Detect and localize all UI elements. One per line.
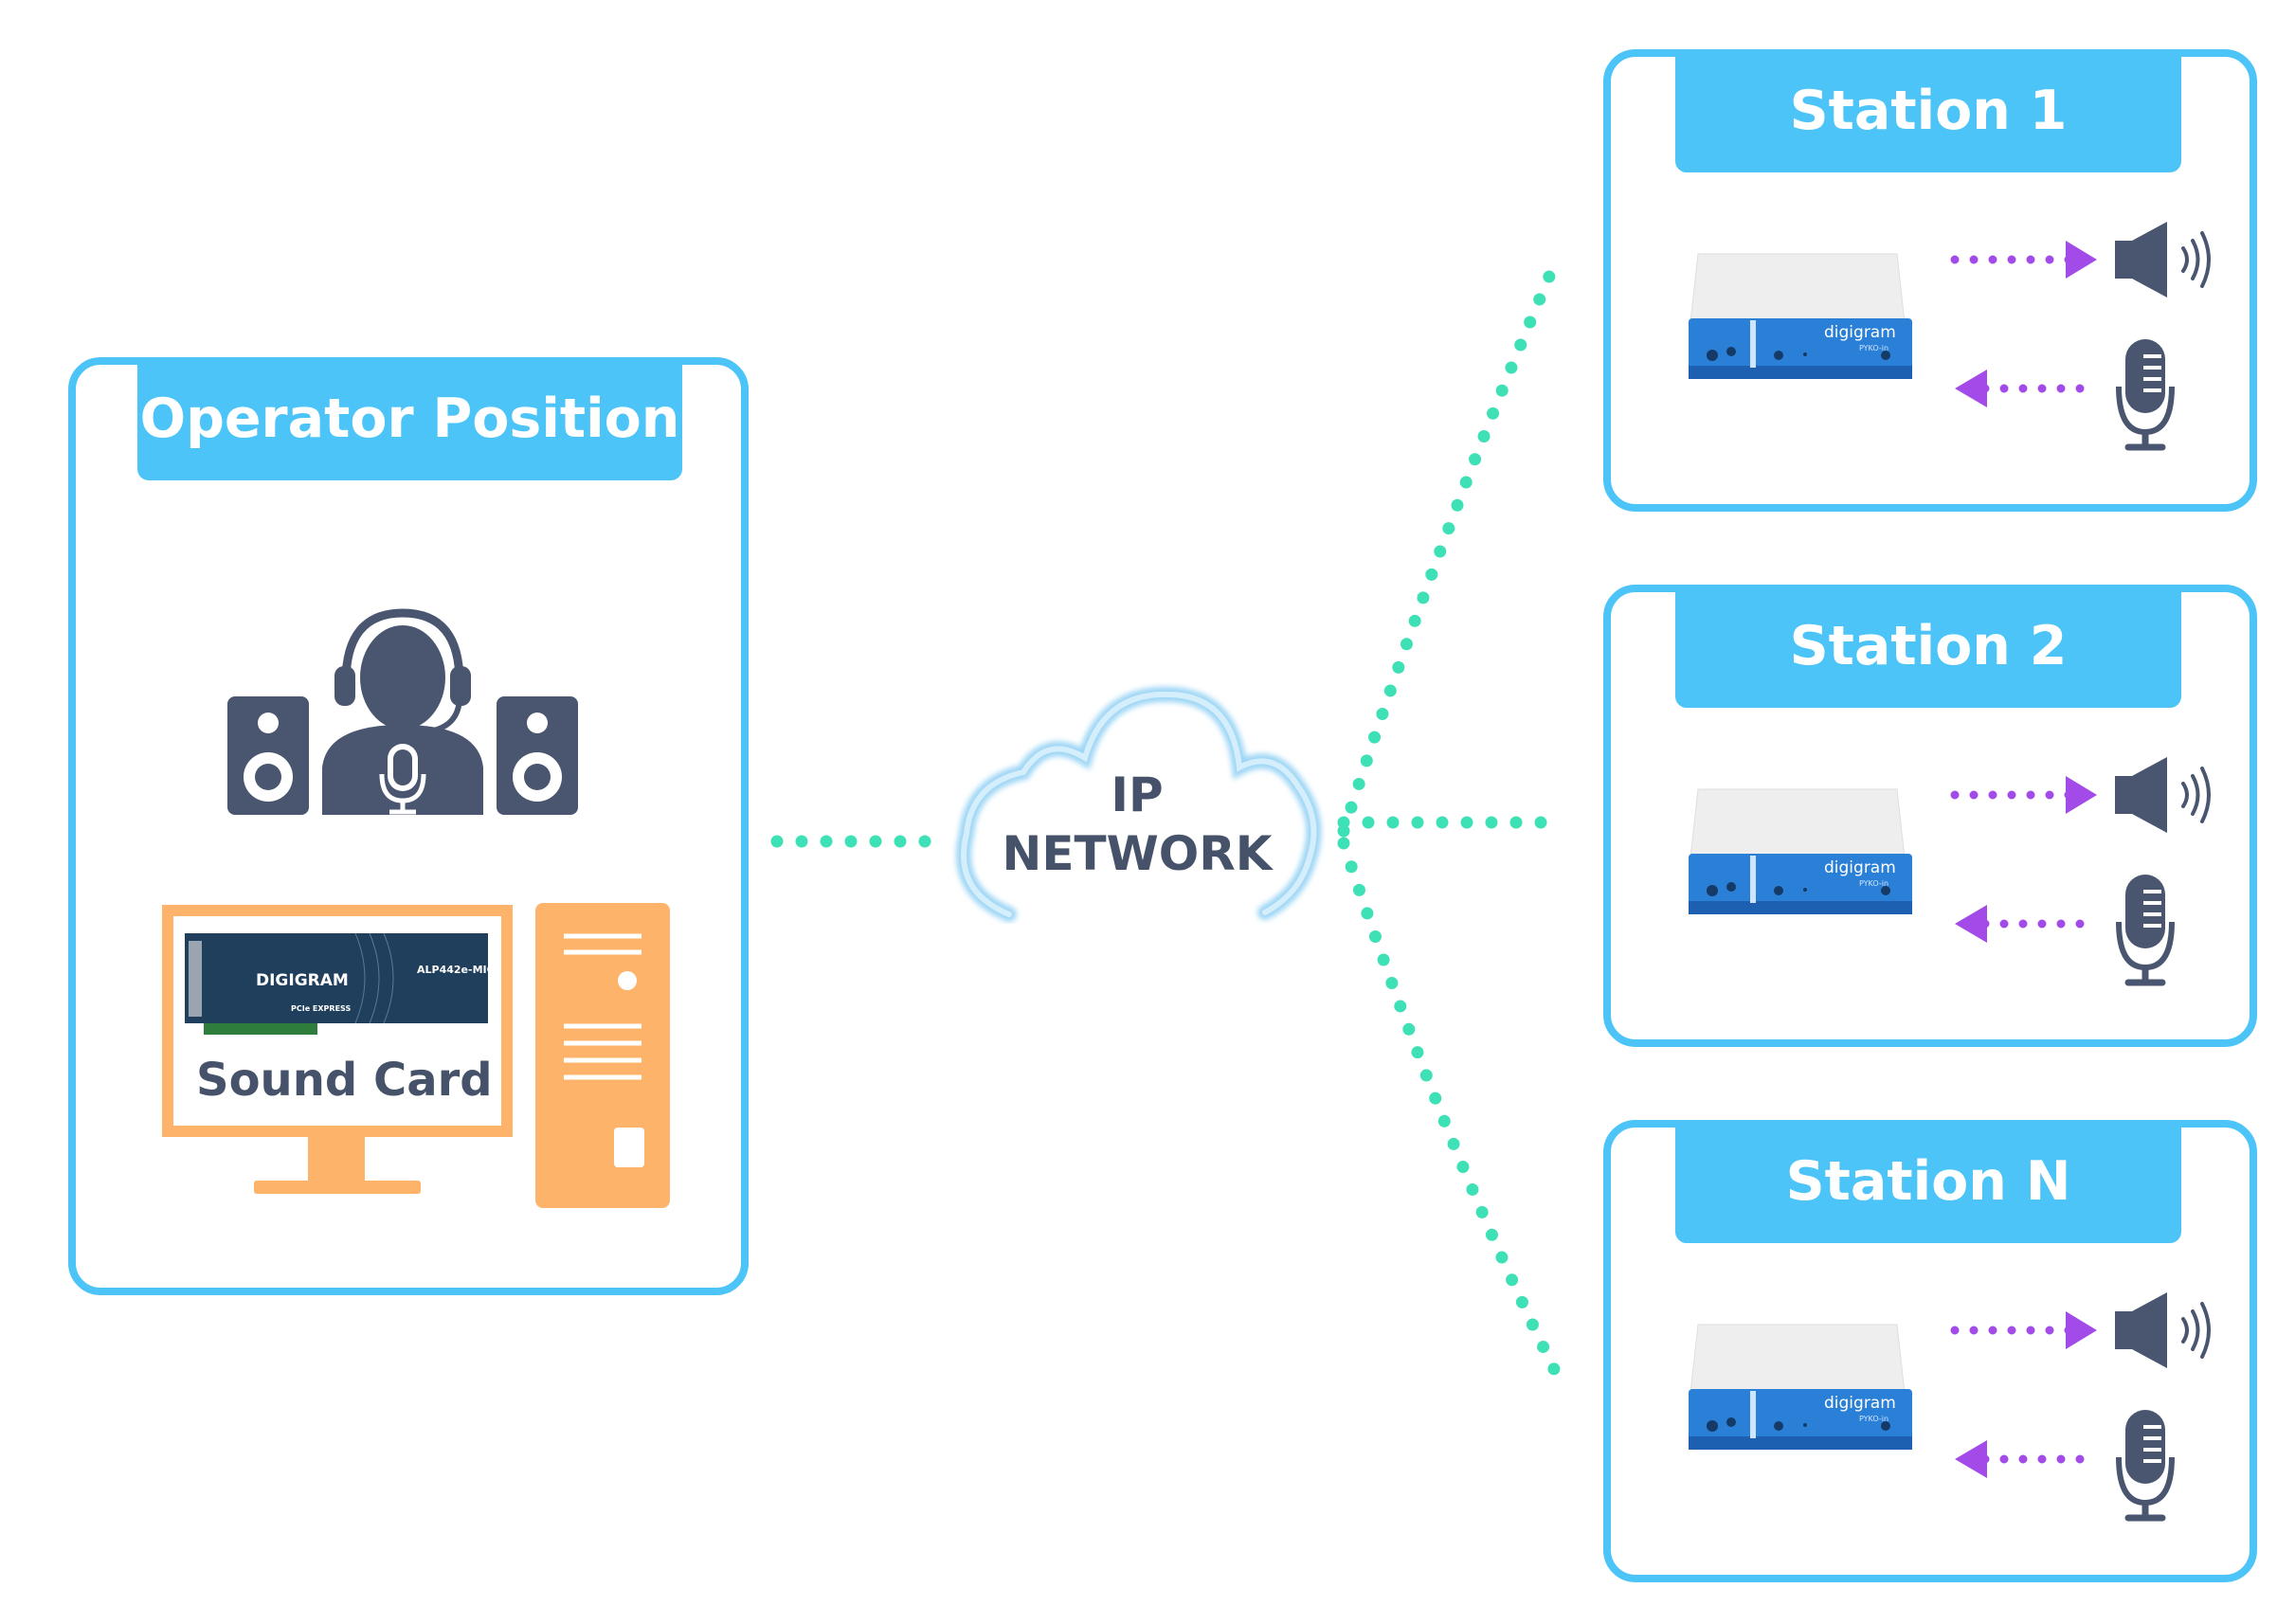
station-1-title: Station 1 [1675,49,2181,172]
station-2-output-arrow-head [2066,776,2097,814]
link-cloud-to-station-n [1337,837,1561,1376]
link-cloud-to-station-1 [1337,259,1561,838]
station-n-device-model: PYKO-in [1859,1415,1888,1423]
network-label-line2: NETWORK [1002,826,1273,881]
station-1-device-model: PYKO-in [1859,344,1888,352]
station-1-device-brand: digigram [1824,323,1896,342]
operator-headset-icon [227,608,578,815]
station-n-output-arrow-head [2066,1311,2097,1349]
station-1-input-arrow-head [1955,370,1987,407]
station-2-device-image [1688,788,1913,915]
card-model: ALP442e-MIC [417,964,488,976]
station-2-title: Station 2 [1675,585,2181,708]
station-2-microphone-icon [2119,875,2172,983]
station-1-output-arrow-head [2066,241,2097,279]
station-n-microphone-icon [2119,1410,2172,1518]
sound-card-label: Sound Card [196,1054,493,1107]
station-2-speaker-icon [2113,755,2211,835]
operator-position-panel: Operator Position [68,357,749,1295]
sound-card-image: DIGIGRAM ALP442e-MIC PCIe EXPRESS [185,933,488,1035]
operator-position-title: Operator Position [137,357,682,480]
card-interface: PCIe EXPRESS [291,1004,351,1013]
station-1-microphone-icon [2119,339,2172,447]
station-1-speaker-icon [2113,220,2211,299]
network-label-line1: IP [1111,767,1164,822]
station-2-device-model: PYKO-in [1859,879,1888,888]
station-2-input-arrow-head [1955,905,1987,943]
station-n-title: Station N [1675,1120,2181,1243]
station-n-speaker-icon [2113,1290,2211,1370]
station-1-device-image [1688,253,1913,380]
station-n-input-arrow-head [1955,1440,1987,1478]
cloud-icon [956,686,1322,922]
station-n-device-image [1688,1324,1913,1451]
station-n-device-brand: digigram [1824,1394,1896,1413]
card-brand: DIGIGRAM [256,971,349,990]
station-2-device-brand: digigram [1824,858,1896,877]
